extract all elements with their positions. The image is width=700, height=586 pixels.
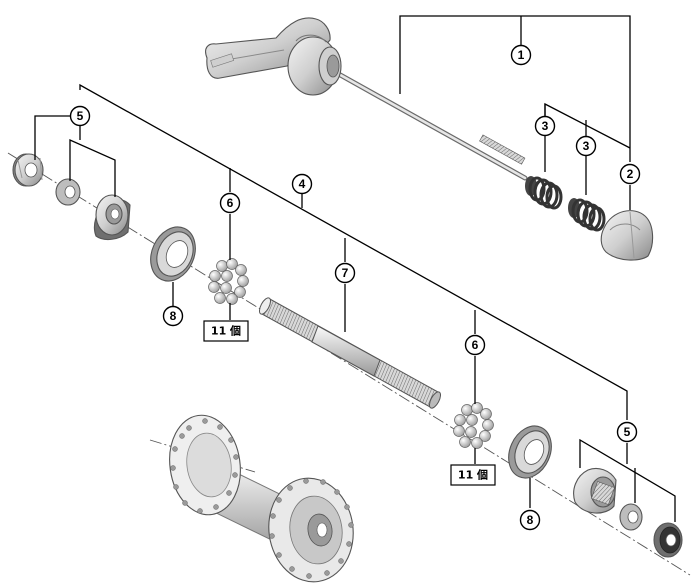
spring-left	[525, 176, 563, 210]
hub-shell	[169, 414, 354, 583]
callout-7: 7	[334, 262, 356, 284]
right-washer	[619, 503, 643, 531]
callout-4-label: 4	[299, 177, 306, 191]
left-locknut	[12, 153, 44, 187]
quantity-box-left: 11 個	[203, 320, 249, 342]
hub-axle	[258, 297, 442, 409]
quantity-right-label: 11 個	[458, 468, 488, 482]
callout-6-left: 6	[219, 192, 241, 214]
spring-right	[568, 198, 606, 232]
right-locknut	[653, 522, 683, 558]
callout-8-left: 8	[162, 305, 184, 327]
right-steel-balls	[453, 402, 494, 449]
callout-8-right-label: 8	[527, 513, 534, 527]
left-dust-seal	[150, 226, 196, 282]
callout-8-left-label: 8	[170, 309, 177, 323]
callout-5-right-label: 5	[624, 425, 631, 439]
callout-5-right: 5	[616, 421, 638, 443]
quick-release-skewer	[205, 17, 528, 181]
right-cone	[573, 467, 617, 514]
adjusting-nut	[600, 210, 654, 261]
callout-2-label: 2	[627, 167, 634, 181]
leader-lines	[34, 15, 676, 522]
callout-4: 4	[291, 173, 313, 195]
callout-5-left: 5	[69, 105, 91, 127]
callout-1-label: 1	[518, 48, 525, 62]
callout-6-right-label: 6	[472, 338, 479, 352]
callout-7-label: 7	[342, 266, 349, 280]
callout-3-left: 3	[534, 115, 556, 137]
left-cone	[93, 194, 131, 241]
callout-5-left-label: 5	[77, 109, 84, 123]
right-dust-seal	[508, 425, 552, 479]
callout-3-right-label: 3	[583, 139, 590, 153]
callout-8-right: 8	[519, 509, 541, 531]
quantity-left-label: 11 個	[211, 324, 241, 338]
callout-6-right: 6	[464, 334, 486, 356]
callout-6-left-label: 6	[227, 196, 234, 210]
quantity-box-right: 11 個	[450, 464, 496, 486]
callout-3-right: 3	[575, 135, 597, 157]
springs	[525, 176, 606, 232]
callout-2: 2	[619, 163, 641, 185]
left-washer	[55, 178, 81, 206]
left-steel-balls	[208, 258, 249, 305]
callout-3-left-label: 3	[542, 119, 549, 133]
callout-1: 1	[510, 44, 532, 66]
